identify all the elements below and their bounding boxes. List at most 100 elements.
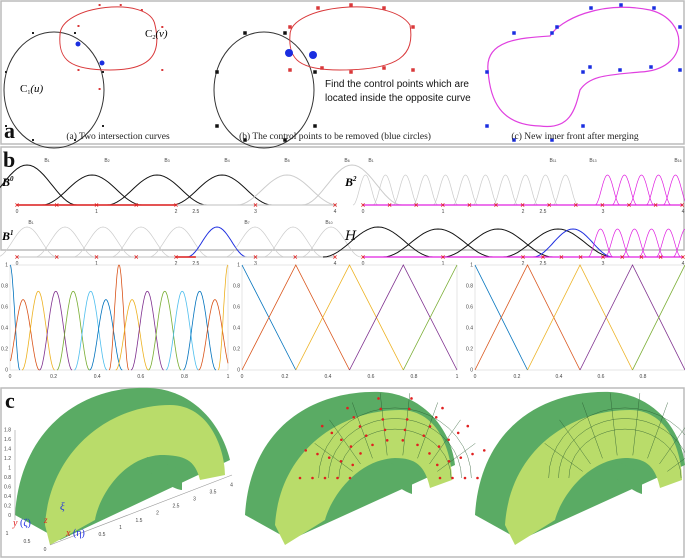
series-line: [527, 264, 633, 371]
knot-marker: [361, 255, 365, 259]
x-tick-label: 0.5: [99, 532, 106, 538]
control-points-a: [5, 4, 164, 141]
mesh-line: [667, 458, 685, 472]
control-point: [313, 124, 317, 128]
control-node: [482, 449, 486, 452]
control-point: [485, 124, 489, 128]
series-line: [183, 290, 217, 371]
knot-marker: [134, 255, 139, 259]
y-label: y: [12, 518, 18, 529]
x-tick-label: 0.6: [137, 374, 144, 380]
basis-label: B3: [164, 158, 169, 164]
knot-label: 2.5: [540, 209, 547, 215]
control-point: [98, 4, 101, 6]
z-tick-label: 0: [8, 513, 11, 519]
mesh-line: [429, 419, 461, 465]
control-node: [434, 415, 438, 419]
control-node: [447, 459, 451, 463]
control-node: [364, 434, 368, 437]
control-point: [589, 6, 593, 10]
control-node: [410, 397, 413, 400]
series-line: [56, 290, 90, 371]
basis-label: B2: [104, 158, 109, 164]
control-node: [416, 443, 419, 447]
control-point: [555, 25, 559, 29]
control-point: [215, 124, 219, 128]
knot-marker: [573, 203, 578, 207]
control-node: [408, 407, 411, 411]
basis-label: B4: [224, 158, 229, 164]
basis-function: [532, 174, 559, 206]
x-tick-label: 0.4: [325, 374, 332, 380]
basis-function: [262, 226, 324, 258]
mesh-line: [659, 427, 685, 465]
z-tick-label: 1: [8, 466, 11, 472]
row-label-h: H: [344, 229, 357, 244]
arch-front-face: [45, 405, 225, 545]
control-node: [346, 406, 349, 410]
x-tick-label: 0.2: [282, 374, 289, 380]
knot-label: 1: [442, 209, 445, 215]
basis-function: [322, 226, 434, 258]
basis-function: [186, 226, 248, 258]
merged-curve: [487, 6, 680, 128]
basis-label: B16: [674, 158, 681, 164]
series-line: [130, 290, 164, 371]
control-point: [32, 32, 34, 34]
knot-label: 3: [602, 261, 605, 267]
basis-function: [472, 174, 499, 206]
x-tick-label: 1: [227, 374, 230, 380]
arch-mesh-with-nodes: [245, 391, 492, 545]
control-point: [288, 25, 292, 29]
basis-function: [604, 228, 631, 258]
control-point: [243, 31, 247, 35]
mesh-line: [328, 418, 462, 479]
curve-c1: [3, 31, 105, 149]
caption-a: (a) Two intersection curves: [66, 131, 170, 142]
panel-c: c 00.20.40.60.811.21.41.61.80.511.522.53…: [4, 387, 685, 553]
control-node: [327, 456, 331, 459]
knot-marker: [174, 255, 178, 259]
control-point: [243, 138, 247, 142]
control-point: [512, 31, 516, 35]
knot-marker: [440, 203, 445, 207]
series-line: [474, 264, 581, 371]
knot-marker: [94, 203, 99, 207]
knot-label: 2.5: [192, 209, 199, 215]
y-tick-label: 0.6: [233, 305, 240, 311]
control-point: [77, 25, 80, 27]
control-node: [428, 452, 431, 455]
basis-function: [552, 174, 579, 206]
control-node: [359, 452, 362, 455]
eta-label: (η): [73, 528, 85, 539]
basis-function: [72, 226, 134, 258]
y-tick-label: 0.8: [1, 284, 8, 290]
basis-function: [171, 174, 273, 206]
series-line: [148, 290, 182, 371]
panel-b-letter: b: [3, 147, 15, 172]
knot-label: 3: [254, 209, 257, 215]
mesh-line: [568, 428, 682, 479]
basis-function: [621, 228, 648, 258]
basis-function: [106, 174, 208, 206]
knot-label: 0: [16, 209, 19, 215]
mesh-line: [558, 418, 685, 479]
basis-function: [638, 228, 665, 258]
series-line: [295, 264, 404, 371]
control-point: [678, 68, 682, 72]
basis-function: [594, 174, 621, 206]
series-line: [632, 264, 685, 371]
series-line: [108, 264, 130, 371]
control-point: [98, 88, 101, 90]
basis-function: [382, 228, 494, 258]
control-node: [383, 428, 387, 432]
z-tick-label: 1.4: [4, 447, 11, 453]
control-node: [377, 397, 380, 400]
knot-marker: [559, 255, 564, 259]
knot-marker: [653, 203, 658, 207]
knot-marker: [54, 255, 59, 259]
x-tick-label: 1.5: [136, 518, 143, 524]
